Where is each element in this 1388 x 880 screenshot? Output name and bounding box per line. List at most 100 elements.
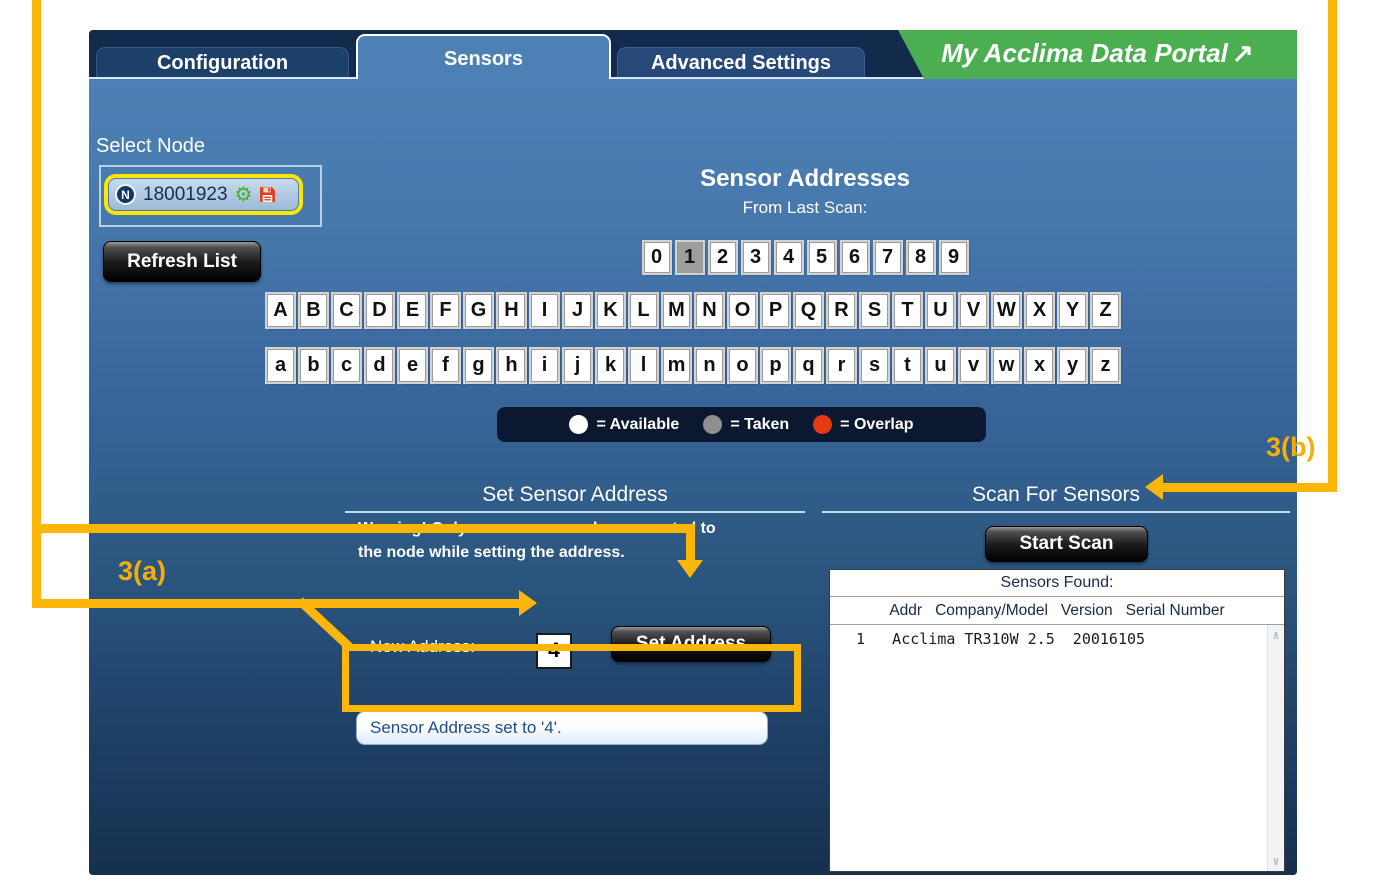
address-btn-d[interactable]: d [366, 349, 393, 382]
address-btn-c[interactable]: c [333, 349, 360, 382]
data-portal-link[interactable]: My Acclima Data Portal↗ [898, 30, 1297, 79]
annotation-line-to-new-address [32, 599, 521, 608]
address-btn-I[interactable]: I [531, 294, 558, 327]
address-btn-J[interactable]: J [564, 294, 591, 327]
scan-for-sensors-heading: Scan For Sensors [971, 483, 1141, 506]
address-btn-1[interactable]: 1 [676, 242, 703, 273]
address-btn-u[interactable]: u [927, 349, 954, 382]
address-btn-A[interactable]: A [267, 294, 294, 327]
address-btn-a[interactable]: a [267, 349, 294, 382]
address-btn-F[interactable]: F [432, 294, 459, 327]
address-btn-j[interactable]: j [564, 349, 591, 382]
sensors-found-columns: Addr Company/Model Version Serial Number [830, 597, 1284, 625]
address-btn-C[interactable]: C [333, 294, 360, 327]
set-heading-underline [345, 511, 805, 513]
address-btn-l[interactable]: l [630, 349, 657, 382]
address-btn-n[interactable]: n [696, 349, 723, 382]
legend-dot-icon [703, 415, 723, 434]
address-btn-E[interactable]: E [399, 294, 426, 327]
address-btn-9[interactable]: 9 [940, 242, 967, 273]
scroll-up-icon[interactable]: ∧ [1272, 628, 1280, 642]
address-btn-X[interactable]: X [1026, 294, 1053, 327]
address-btn-Z[interactable]: Z [1092, 294, 1119, 327]
address-btn-7[interactable]: 7 [874, 242, 901, 273]
node-item[interactable]: N 18001923 ⚙ [109, 179, 298, 210]
node-id: 18001923 [143, 183, 228, 205]
sensor-addresses-title: Sensor Addresses [700, 165, 910, 192]
address-btn-U[interactable]: U [927, 294, 954, 327]
address-btn-O[interactable]: O [729, 294, 756, 327]
address-btn-5[interactable]: 5 [808, 242, 835, 273]
address-btn-v[interactable]: v [960, 349, 987, 382]
address-btn-L[interactable]: L [630, 294, 657, 327]
sensors-found-panel: Sensors Found: Addr Company/Model Versio… [829, 569, 1285, 872]
address-btn-r[interactable]: r [828, 349, 855, 382]
address-btn-f[interactable]: f [432, 349, 459, 382]
legend-label: = Taken [730, 415, 790, 433]
tab-advanced-settings[interactable]: Advanced Settings [617, 47, 865, 79]
address-btn-T[interactable]: T [894, 294, 921, 327]
address-legend: = Available = Taken = Overlap [497, 407, 986, 442]
address-btn-p[interactable]: p [762, 349, 789, 382]
annotation-label-3a: 3(a) [118, 556, 167, 586]
address-btn-h[interactable]: h [498, 349, 525, 382]
address-btn-8[interactable]: 8 [907, 242, 934, 273]
node-icon: N [115, 184, 136, 205]
address-btn-3[interactable]: 3 [742, 242, 769, 273]
address-btn-s[interactable]: s [861, 349, 888, 382]
address-btn-b[interactable]: b [300, 349, 327, 382]
address-btn-o[interactable]: o [729, 349, 756, 382]
address-btn-4[interactable]: 4 [775, 242, 802, 273]
address-btn-q[interactable]: q [795, 349, 822, 382]
address-btn-m[interactable]: m [663, 349, 690, 382]
address-btn-Y[interactable]: Y [1059, 294, 1086, 327]
address-btn-K[interactable]: K [597, 294, 624, 327]
sensor-found-row[interactable]: 1 Acclima TR310W 2.5 20016105 [838, 630, 1146, 648]
legend-item: = Available [569, 415, 679, 434]
address-btn-M[interactable]: M [663, 294, 690, 327]
address-btn-S[interactable]: S [861, 294, 888, 327]
address-btn-i[interactable]: i [531, 349, 558, 382]
start-scan-button[interactable]: Start Scan [985, 526, 1148, 562]
address-btn-N[interactable]: N [696, 294, 723, 327]
column-version: Version [1060, 601, 1113, 619]
annotation-arrow-start-scan [1145, 474, 1163, 500]
address-btn-D[interactable]: D [366, 294, 393, 327]
address-btn-G[interactable]: G [465, 294, 492, 327]
address-btn-y[interactable]: y [1059, 349, 1086, 382]
tabbar-separator [89, 77, 1297, 79]
tab-configuration[interactable]: Configuration [96, 47, 349, 79]
sensors-found-title: Sensors Found: [830, 570, 1284, 597]
scrollbar[interactable]: ∧ ∨ [1267, 625, 1284, 871]
address-btn-R[interactable]: R [828, 294, 855, 327]
address-btn-2[interactable]: 2 [709, 242, 736, 273]
address-btn-t[interactable]: t [894, 349, 921, 382]
address-btn-z[interactable]: z [1092, 349, 1119, 382]
address-btn-W[interactable]: W [993, 294, 1020, 327]
address-btn-w[interactable]: w [993, 349, 1020, 382]
tab-sensors[interactable]: Sensors [356, 34, 611, 79]
sensors-tab-content: Select Node N 18001923 ⚙ [89, 79, 1297, 875]
address-btn-V[interactable]: V [960, 294, 987, 327]
address-btn-H[interactable]: H [498, 294, 525, 327]
new-address-input[interactable] [536, 633, 572, 669]
refresh-list-button[interactable]: Refresh List [103, 241, 261, 282]
scroll-down-icon[interactable]: ∨ [1272, 854, 1280, 868]
address-btn-P[interactable]: P [762, 294, 789, 327]
address-btn-g[interactable]: g [465, 349, 492, 382]
address-btn-e[interactable]: e [399, 349, 426, 382]
address-btn-0[interactable]: 0 [643, 242, 670, 273]
address-btn-Q[interactable]: Q [795, 294, 822, 327]
address-btn-B[interactable]: B [300, 294, 327, 327]
address-btn-k[interactable]: k [597, 349, 624, 382]
legend-item: = Overlap [813, 415, 914, 434]
node-save-icon[interactable] [259, 186, 276, 203]
address-btn-x[interactable]: x [1026, 349, 1053, 382]
node-settings-gear-icon[interactable]: ⚙ [234, 183, 253, 206]
annotation-line-to-start-scan [1163, 483, 1337, 492]
annotation-rect-status-box [342, 644, 801, 712]
address-btn-6[interactable]: 6 [841, 242, 868, 273]
data-portal-label: My Acclima Data Portal [941, 38, 1228, 68]
